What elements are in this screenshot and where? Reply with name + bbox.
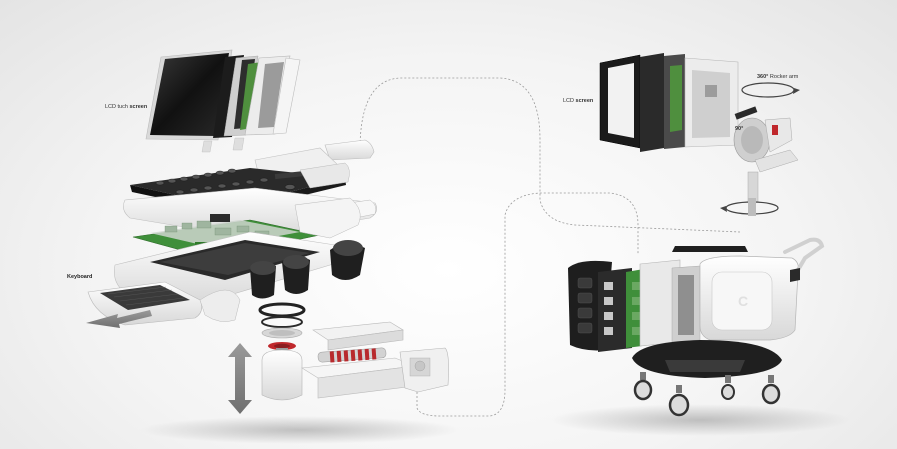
probe-holder-cups [250, 240, 365, 299]
caster-wheel [761, 375, 781, 405]
upper-lift-bracket [312, 321, 404, 351]
caster-wheel [721, 375, 735, 400]
left-console-assembly: LCD tuch screen [67, 49, 449, 414]
vertical-lift-arrow [228, 343, 252, 414]
floor-shadow-right [550, 404, 850, 436]
cart-base-wheels [632, 340, 782, 417]
label-rocker-arm: 360° Rocker arm [757, 74, 799, 80]
label-keyboard: Keyboard [67, 274, 92, 280]
label-rocker-angle: 90° [735, 126, 743, 132]
rocker-arm [720, 82, 800, 216]
label-lcd-screen: LCD screen [563, 98, 594, 104]
caster-wheel [633, 372, 653, 401]
label-lcd-touch-screen: LCD tuch screen [105, 104, 148, 110]
right-cart-assembly: LCD screen 360° Rocker arm 90° [563, 53, 825, 417]
lcd-touch-screen-stack [145, 49, 301, 153]
lift-base-housing [261, 347, 449, 401]
logo-mark: C [738, 293, 748, 309]
cart-main-housing: C [699, 237, 825, 341]
cart-internal-panels [598, 259, 701, 352]
slide-direction-arrow [86, 310, 152, 328]
lift-column-rings [258, 302, 306, 356]
keyboard-tray [87, 281, 241, 326]
floor-shadow-left [140, 416, 460, 444]
lcd-screen-stack [599, 53, 739, 152]
cart-top-plate [672, 246, 748, 252]
dashed-connector-lines [359, 77, 741, 417]
gas-spring-mechanism [317, 347, 387, 363]
caster-wheel [668, 385, 690, 417]
